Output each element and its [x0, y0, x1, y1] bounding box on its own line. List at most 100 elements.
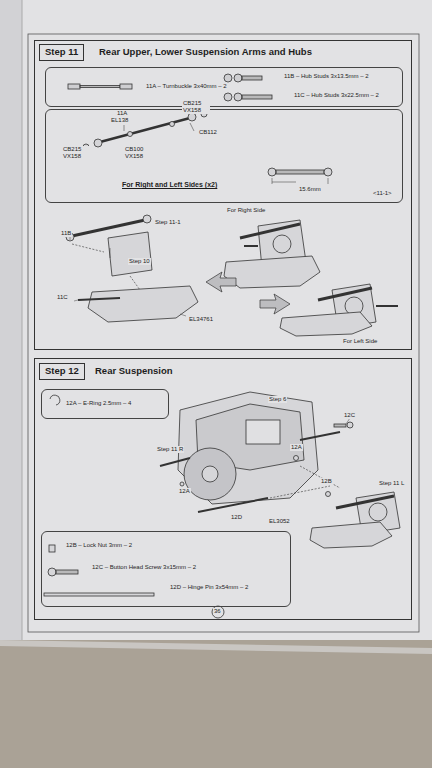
turnbuckle-assembled: [272, 178, 273, 184]
hinge-pin-screws: [326, 492, 331, 497]
callout-label: EL34761: [188, 316, 214, 323]
step-11-left-unit: [310, 522, 392, 548]
turnbuckle-exploded: [128, 132, 133, 137]
step-title: Rear Upper, Lower Suspension Arms and Hu…: [99, 47, 312, 58]
turnbuckle-assembled: [324, 168, 332, 176]
callout-label: 11C: [56, 294, 69, 301]
callout-label: 12C: [343, 412, 356, 419]
paper: [0, 0, 22, 645]
gearbox-chassis: [160, 458, 190, 466]
exploded-rear-assembly: [108, 232, 152, 276]
callout-label: 11B: [60, 230, 72, 237]
right-side-assembly: [224, 220, 320, 288]
hub-stud-icons: [242, 76, 262, 80]
callout-label: 12B: [320, 478, 333, 485]
hub-stud-icons: [224, 93, 232, 101]
callout-label: Step 11-1: [154, 219, 182, 226]
page-number-circle: [212, 606, 224, 618]
callout-label: Step 10: [128, 258, 151, 265]
hinge-pin-screws: [300, 466, 340, 488]
callout-label: 12D: [230, 514, 243, 521]
callout-label: 11A: [116, 110, 128, 117]
gearbox-chassis: [184, 448, 236, 500]
callout-label: 12A: [290, 444, 303, 451]
parts-icons: [56, 570, 78, 574]
callout-label: Step 6: [268, 396, 287, 403]
turnbuckle-exploded: [94, 139, 102, 147]
hinge-pin-screws: [180, 422, 353, 512]
direction-arrows: [260, 294, 290, 314]
exploded-rear-assembly: [110, 248, 111, 258]
parts-icons: [48, 568, 56, 576]
left-side-assembly: [280, 312, 372, 336]
hinge-pin-screws: [347, 422, 353, 428]
step-frame: Step 12 Rear Suspension 12A – E-Ring 2.5mm…: [34, 358, 412, 620]
parts-box: 11A – Turnbuckle 3x40mm – 211B – Hub Stu…: [45, 67, 403, 107]
parts-icons: [49, 545, 55, 552]
step-title: Rear Suspension: [95, 366, 173, 377]
exploded-rear-assembly: [72, 244, 104, 252]
callout-label: EL3052: [268, 518, 291, 525]
hinge-pin-screws: [334, 424, 346, 427]
exploded-rear-assembly: [143, 215, 151, 223]
part-entry: 12C – Button Head Screw 3x15mm – 2: [92, 564, 196, 571]
step-tab: Step 12: [39, 363, 85, 380]
callout-label: 15.6mm: [298, 186, 322, 193]
callout-label: CB215 VX158: [182, 100, 210, 114]
leader-lines: [70, 236, 354, 424]
right-side-assembly: [244, 245, 258, 247]
page-number: 36: [213, 608, 222, 615]
left-side-assembly: [280, 284, 398, 336]
callout-label: CB100 VX158: [124, 146, 152, 160]
hinge-pin-screws: [270, 486, 330, 498]
subassembly-box: For Right and Left Sides (x2): [45, 109, 403, 203]
direction-arrows: [206, 272, 290, 314]
part-entry: 12A – E-Ring 2.5mm – 4: [66, 400, 131, 407]
turnbuckle-icon: [68, 84, 80, 89]
hub-stud-icons: [234, 74, 242, 82]
callout-label: CB112: [198, 129, 218, 136]
parts-icons: [44, 593, 154, 596]
direction-arrows: [206, 272, 236, 292]
turnbuckle-exploded: [100, 118, 190, 142]
hinge-pin-screws: [294, 456, 299, 461]
gearbox-chassis: [178, 392, 318, 504]
step-11-left-unit: [369, 503, 387, 521]
turnbuckle-assembled: [272, 182, 296, 183]
turnbuckle-exploded: [124, 125, 125, 131]
turnbuckle-icon: [80, 86, 120, 88]
callout-label: CB215 VX158: [62, 146, 90, 160]
exploded-rear-assembly: [130, 276, 140, 290]
callout-label: Step 11 L: [378, 480, 405, 487]
hub-stud-icons: [224, 74, 272, 101]
paper: [0, 640, 432, 768]
part-entry: 12B – Lock Nut 3mm – 2: [66, 542, 132, 549]
hub-stud-icons: [234, 93, 242, 101]
page-number-circle: [212, 606, 224, 618]
parts-box: 12B – Lock Nut 3mm – 2 12C – Button Head …: [41, 531, 291, 607]
leader-lines: [74, 300, 78, 301]
exploded-rear-assembly: [88, 286, 198, 322]
turnbuckle-assembled: [268, 168, 276, 176]
hub-stud-icons: [242, 95, 272, 99]
left-side-assembly: [318, 288, 372, 300]
turnbuckle-exploded: [190, 123, 194, 131]
callout-label: <11-1>: [372, 190, 393, 197]
step-11-left-unit: [336, 496, 394, 508]
subassembly-heading: For Right and Left Sides (x2): [122, 181, 217, 189]
right-side-assembly: [273, 235, 291, 253]
exploded-rear-assembly: [78, 298, 120, 300]
paper: [0, 640, 432, 654]
hinge-pin-screws: [198, 498, 268, 512]
gearbox-chassis: [246, 420, 280, 444]
leader-lines: [180, 314, 186, 316]
paper: [0, 0, 432, 645]
parts-icons: [50, 395, 60, 405]
turnbuckle-assembled: [328, 178, 329, 184]
right-side-assembly: [224, 256, 320, 288]
right-side-assembly: [240, 224, 300, 238]
turnbuckle-assembled: [268, 168, 332, 184]
